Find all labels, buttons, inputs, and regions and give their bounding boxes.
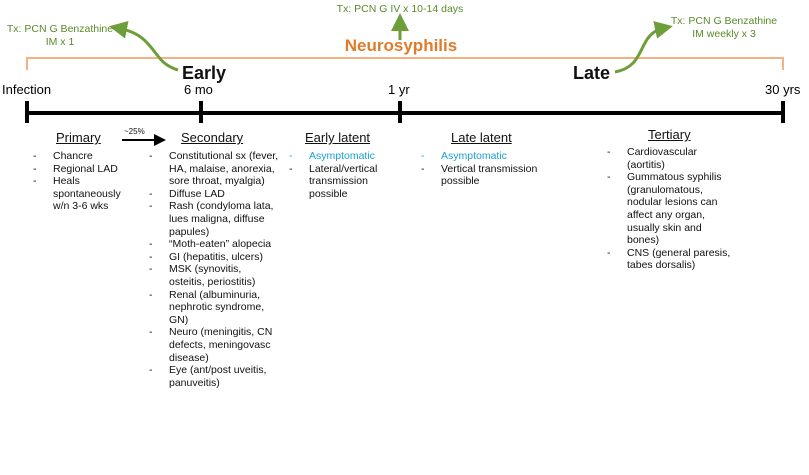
list-item: MSK (synovitis, osteitis, periostitis) <box>149 263 279 288</box>
list-item-asymptomatic: Asymptomatic <box>289 150 395 163</box>
primary-treatment: Tx: PCN G Benzathine IM x 1 <box>2 23 118 49</box>
secondary-symptom-list: Constitutional sx (fever, HA, malaise, a… <box>149 150 279 389</box>
list-item: Regional LAD <box>33 163 135 176</box>
list-item: GI (hepatitis, ulcers) <box>149 251 279 264</box>
neurosyphilis-label: Neurosyphilis <box>344 36 458 55</box>
list-item: Rash (condyloma lata, lues maligna, diff… <box>149 200 279 238</box>
primary-treatment-line1: Tx: PCN G Benzathine <box>6 23 114 35</box>
list-item: Constitutional sx (fever, HA, malaise, a… <box>149 150 279 188</box>
list-item: Diffuse LAD <box>149 188 279 201</box>
list-item: Gummatous syphilis (granulomatous, nodul… <box>607 171 731 247</box>
list-item: Heals spontaneously w/n 3-6 wks <box>33 175 135 213</box>
late-treatment-line2: IM weekly x 3 <box>692 28 756 40</box>
stage-tertiary-title: Tertiary <box>648 127 691 142</box>
list-item: CNS (general paresis, tabes dorsalis) <box>607 247 731 272</box>
list-item: “Moth-eaten” alopecia <box>149 238 279 251</box>
timepoint-1yr: 1 yr <box>388 82 410 97</box>
late-treatment-line1: Tx: PCN G Benzathine <box>670 15 778 27</box>
early-latent-list: Asymptomatic Lateral/vertical transmissi… <box>289 150 395 200</box>
tertiary-symptom-list: Cardiovascular (aortitis) Gummatous syph… <box>607 146 731 272</box>
stage-early-latent-title: Early latent <box>305 130 371 145</box>
late-treatment-arrow <box>614 21 673 74</box>
list-item: Chancre <box>33 150 135 163</box>
timepoint-6mo: 6 mo <box>184 82 213 97</box>
list-item: Eye (ant/post uveitis, panuveitis) <box>149 364 279 389</box>
neuro-treatment: Tx: PCN G IV x 10-14 days <box>336 3 464 15</box>
stage-late-latent-title: Late latent <box>451 130 512 145</box>
late-treatment: Tx: PCN G Benzathine IM weekly x 3 <box>664 15 784 41</box>
timepoint-30yrs: 30 yrs <box>765 82 801 97</box>
late-latent-list: Asymptomatic Vertical transmission possi… <box>421 150 561 188</box>
stage-primary-title: Primary <box>56 130 101 145</box>
list-item: Renal (albuminuria, nephrotic syndrome, … <box>149 289 279 327</box>
stage-secondary-title: Secondary <box>181 130 244 145</box>
transition-percent: ~25% <box>124 127 145 136</box>
neurosyphilis-bracket <box>26 57 784 70</box>
list-item-asymptomatic: Asymptomatic <box>421 150 561 163</box>
timepoint-infection: Infection <box>2 82 52 97</box>
phase-late: Late <box>573 63 611 83</box>
primary-treatment-line2: IM x 1 <box>45 36 75 48</box>
primary-symptom-list: Chancre Regional LAD Heals spontaneously… <box>33 150 135 213</box>
list-item: Lateral/vertical transmission possible <box>289 163 395 201</box>
phase-early: Early <box>182 63 227 83</box>
list-item: Cardiovascular (aortitis) <box>607 146 731 171</box>
primary-treatment-arrow <box>109 20 179 72</box>
list-item: Neuro (meningitis, CN defects, meningova… <box>149 326 279 364</box>
list-item: Vertical transmission possible <box>421 163 561 188</box>
